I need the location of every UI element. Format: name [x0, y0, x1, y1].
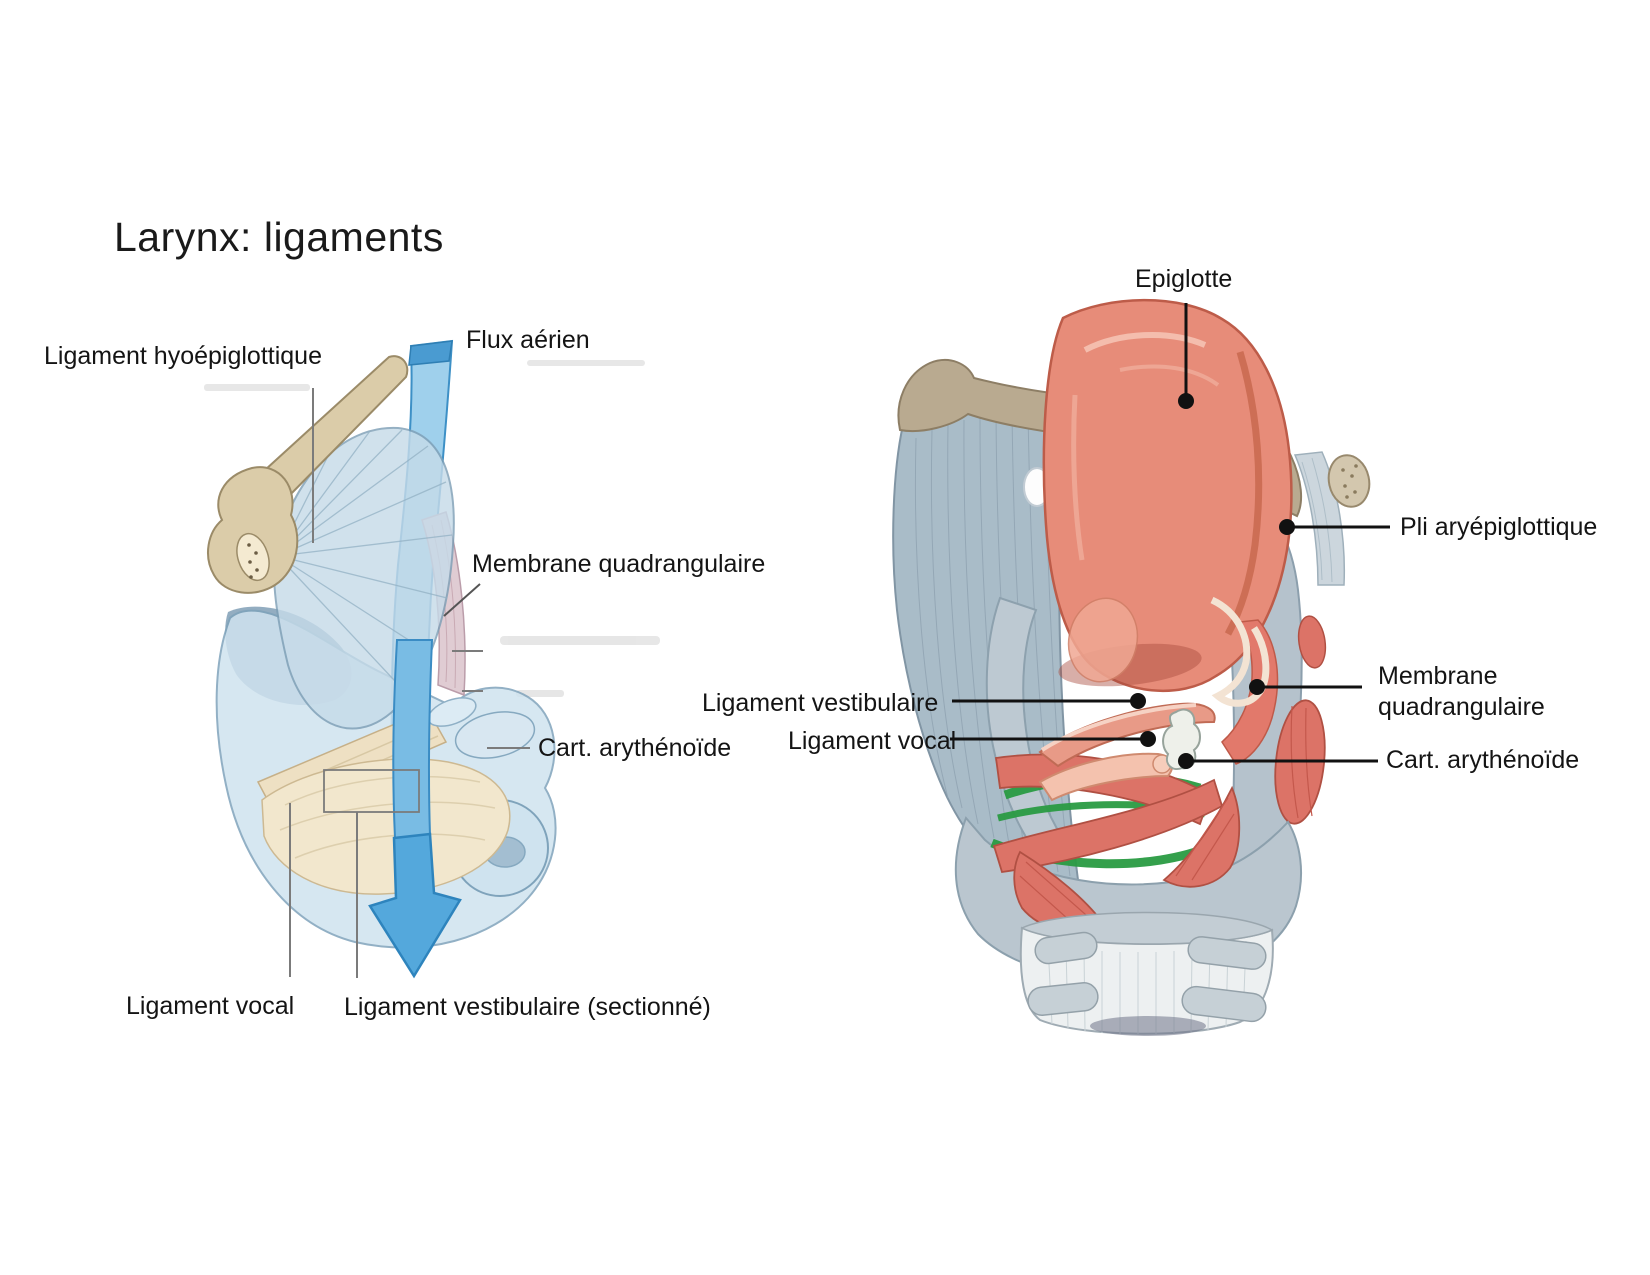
label-vocal-right: Ligament vocal	[788, 727, 957, 755]
label-arytenoid-left: Cart. arythénoïde	[538, 734, 732, 762]
page-title: Larynx: ligaments	[114, 214, 444, 260]
label-vocal-left: Ligament vocal	[126, 992, 295, 1020]
label-quadrangular-right: Membrane quadrangulaire	[1378, 662, 1545, 721]
label-epiglottis: Epiglotte	[1135, 265, 1233, 293]
label-airflow: Flux aérien	[466, 326, 590, 354]
label-vestibular-left: Ligament vestibulaire (sectionné)	[344, 993, 711, 1021]
arytenoid-cartilage-right	[1162, 708, 1201, 770]
leader-aryepiglottic-fold	[1279, 519, 1390, 535]
right-illustration	[892, 298, 1390, 1036]
left-leader-lines	[289, 388, 530, 978]
right-leader-lines	[950, 303, 1390, 769]
left-illustration	[204, 339, 660, 979]
hyoid-bone	[207, 355, 409, 594]
leader-epiglottis	[1178, 303, 1194, 409]
erased-label-remnants	[204, 360, 660, 697]
label-arytenoid-right: Cart. arythénoïde	[1386, 746, 1580, 774]
leader-quadrangular-left	[443, 583, 481, 617]
airflow-arrowhead	[368, 832, 462, 979]
label-vestibular-right: Ligament vestibulaire	[702, 689, 939, 717]
aryepiglottic-fold-ridge	[1224, 350, 1263, 636]
leader-vestibular-right	[952, 693, 1146, 709]
airflow-arrow	[368, 639, 462, 979]
leader-vocal-right	[950, 731, 1156, 747]
tracheal-ring-pads	[1027, 931, 1267, 1023]
leader-bracket	[323, 769, 420, 813]
arytenoid-bump	[427, 697, 536, 759]
posterior-muscle	[1274, 615, 1327, 825]
epiglottis	[1042, 298, 1293, 692]
leader-arytenoid-right	[1178, 753, 1378, 769]
label-aryepiglottic-fold: Pli aryépiglottique	[1400, 513, 1598, 541]
petiole-fold	[1067, 597, 1139, 683]
quadrangular-membrane-cut	[1210, 596, 1279, 765]
trachea	[1019, 911, 1274, 1036]
label-quadrangular-left: Membrane quadrangulaire	[472, 550, 766, 578]
label-hyoepiglottic-ligament: Ligament hyoépiglottique	[44, 342, 322, 370]
leader-quadrangular-right	[1249, 679, 1362, 695]
hyoid-cut-disc	[1327, 454, 1371, 508]
